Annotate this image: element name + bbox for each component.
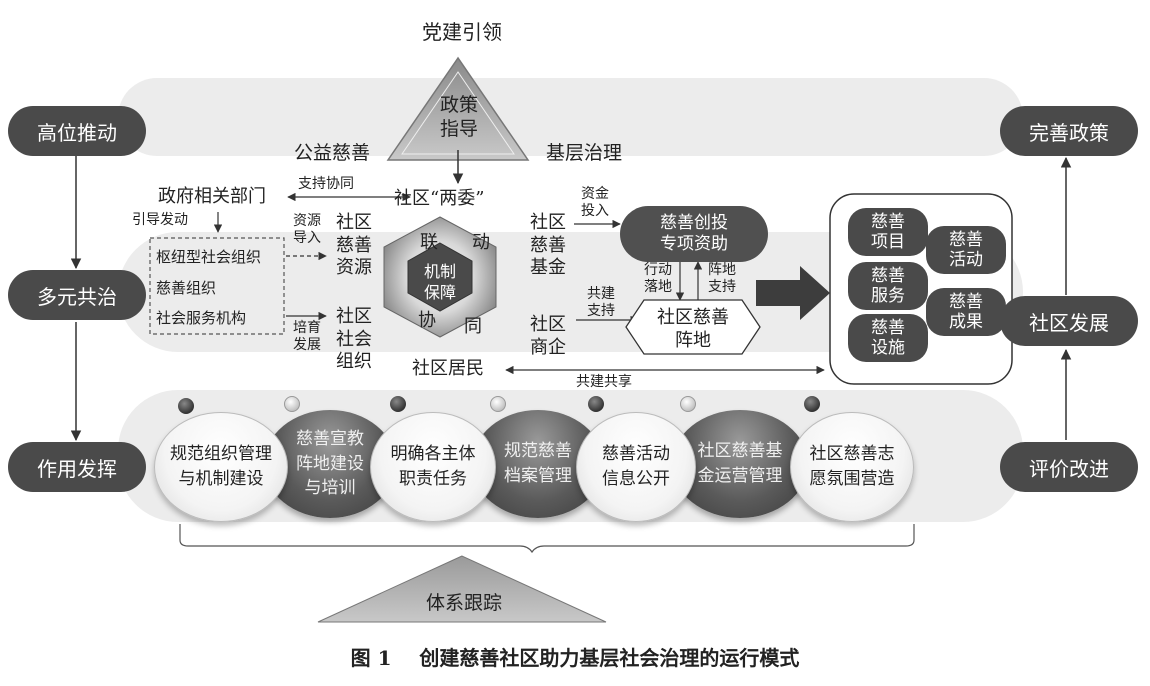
side-role-play: 作用发挥	[8, 442, 146, 492]
dot-4	[490, 396, 506, 412]
side-high-push: 高位推动	[8, 106, 146, 156]
venture-fund-pill: 慈善创投 专项资助	[620, 206, 768, 262]
community-social-org: 社区 社会 组织	[336, 306, 372, 372]
charity-position-label: 社区慈善 阵地	[657, 307, 729, 352]
left-pillar-label: 公益慈善	[294, 142, 371, 164]
result-projects: 慈善 项目	[848, 208, 928, 256]
dot-2	[284, 396, 300, 412]
guide-launch-label: 引导发动	[132, 212, 188, 228]
tracking-triangle	[317, 555, 607, 623]
community-residents-label: 社区居民	[412, 358, 484, 379]
support-coop-label: 支持协同	[298, 176, 354, 192]
leadership-label: 党建引领	[422, 20, 502, 44]
hex-bottom-left: 协	[418, 310, 436, 331]
result-services: 慈善 服务	[848, 262, 928, 310]
side-multi-govern: 多元共治	[8, 270, 146, 320]
policy-label: 政策 指导	[439, 94, 478, 140]
gov-dept-label: 政府相关部门	[158, 186, 266, 207]
big-arrow	[756, 266, 830, 320]
community-charity-fund: 社区 慈善 基金	[530, 212, 566, 278]
community-charity-resources: 社区 慈善 资源	[336, 212, 372, 278]
right-pillar-label: 基层治理	[546, 142, 623, 164]
bubble-7: 社区慈善志 愿氛围营造	[790, 412, 914, 522]
hex-center-label: 机制 保障	[423, 262, 456, 302]
cultivate-label: 培育 发展	[293, 320, 321, 353]
org-item-2: 慈善组织	[156, 279, 217, 297]
dot-6	[680, 396, 696, 412]
org-item-3: 社会服务机构	[156, 309, 247, 327]
figure-caption: 图 1 创建慈善社区助力基层社会治理的运行模式	[350, 646, 800, 670]
two-committees-label: 社区“两委”	[394, 188, 485, 209]
dot-1	[178, 398, 194, 414]
bubble-3: 明确各主体 职责任务	[370, 412, 496, 522]
result-facilities: 慈善 设施	[848, 314, 928, 362]
side-community-dev: 社区发展	[1000, 296, 1138, 346]
tracking-label: 体系跟踪	[426, 592, 503, 614]
dot-3	[390, 396, 406, 412]
top-band	[118, 78, 1023, 156]
bubble-5: 慈善活动 信息公开	[576, 412, 696, 522]
hex-bottom-right: 同	[464, 316, 482, 337]
co-build-support-label: 共建 支持	[587, 286, 615, 319]
hex-top-right: 动	[472, 232, 490, 253]
position-support-label: 阵地 支持	[708, 262, 736, 295]
dot-7	[804, 396, 820, 412]
side-eval-improve: 评价改进	[1000, 442, 1138, 492]
action-landing-label: 行动 落地	[644, 262, 672, 295]
result-outcomes: 慈善 成果	[926, 288, 1006, 336]
side-improve-policy: 完善政策	[1000, 106, 1138, 156]
dot-5	[588, 396, 604, 412]
org-item-1: 枢纽型社会组织	[156, 248, 262, 266]
result-activities: 慈善 活动	[926, 226, 1006, 274]
resource-import-label: 资源 导入	[293, 213, 321, 246]
charity-position-box	[625, 299, 761, 355]
co-build-share-label: 共建共享	[576, 374, 632, 390]
community-business: 社区 商企	[530, 314, 566, 358]
hex-top-left: 联	[420, 232, 438, 253]
bubble-1: 规范组织管理 与机制建设	[154, 412, 288, 522]
fund-input-label: 资金 投入	[581, 186, 609, 219]
